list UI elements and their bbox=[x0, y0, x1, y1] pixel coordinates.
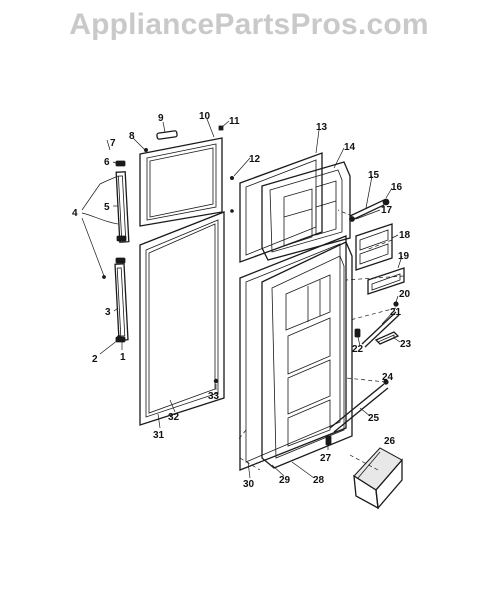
callout-26: 26 bbox=[384, 436, 396, 447]
callout-33: 33 bbox=[208, 391, 220, 402]
shelf-rod bbox=[349, 198, 390, 222]
callout-3: 3 bbox=[105, 307, 111, 318]
callout-23: 23 bbox=[400, 339, 412, 350]
door-stop-11 bbox=[218, 125, 224, 131]
callout-18: 18 bbox=[399, 230, 411, 241]
callout-17: 17 bbox=[381, 205, 393, 216]
callout-25: 25 bbox=[368, 413, 380, 424]
callout-20: 20 bbox=[399, 289, 411, 300]
upper-door-handle bbox=[115, 171, 130, 243]
callout-labels: 1 2 3 4 5 6 7 8 9 10 11 12 13 14 15 16 1… bbox=[72, 111, 412, 490]
door-screw-33 bbox=[213, 378, 219, 384]
callout-29: 29 bbox=[279, 475, 291, 486]
watermark-site-name: AppliancePartsPros.com bbox=[69, 8, 429, 41]
callout-31: 31 bbox=[153, 430, 165, 441]
fresh-food-door-gasket bbox=[239, 235, 347, 471]
freezer-door-gasket bbox=[239, 152, 323, 263]
callout-5: 5 bbox=[104, 202, 110, 213]
callout-11: 11 bbox=[229, 116, 240, 127]
callout-32: 32 bbox=[168, 412, 180, 423]
callout-14: 14 bbox=[344, 142, 356, 153]
callout-16: 16 bbox=[391, 182, 403, 193]
dairy-bin-26 bbox=[353, 447, 403, 510]
callout-12: 12 bbox=[249, 154, 261, 165]
callout-22: 22 bbox=[352, 344, 364, 355]
callout-7: 7 bbox=[110, 138, 116, 149]
callout-1: 1 bbox=[120, 352, 126, 363]
fresh-food-door-liner bbox=[261, 241, 353, 469]
door-bin-18 bbox=[355, 223, 393, 271]
clip-22 bbox=[354, 328, 361, 338]
callout-10: 10 bbox=[199, 111, 211, 122]
callout-15: 15 bbox=[368, 170, 380, 181]
fresh-food-door-outer-panel bbox=[139, 211, 225, 426]
callout-4: 4 bbox=[72, 208, 78, 219]
lower-door-handle bbox=[114, 263, 129, 341]
alignment-lines bbox=[237, 209, 405, 471]
callout-9: 9 bbox=[158, 113, 164, 124]
leader-lines bbox=[81, 118, 403, 479]
callout-28: 28 bbox=[313, 475, 325, 486]
callout-2: 2 bbox=[92, 354, 98, 365]
callout-21: 21 bbox=[390, 307, 402, 318]
callout-27: 27 bbox=[320, 453, 332, 464]
clip-27 bbox=[325, 435, 332, 446]
callout-19: 19 bbox=[398, 251, 410, 262]
shelf-rail-21 bbox=[361, 301, 400, 348]
freezer-door-outer-panel bbox=[139, 137, 223, 227]
callout-6: 6 bbox=[104, 157, 110, 168]
trim-piece-9 bbox=[156, 130, 178, 140]
callout-24: 24 bbox=[382, 372, 394, 383]
callout-30: 30 bbox=[243, 479, 255, 490]
callout-13: 13 bbox=[316, 122, 328, 133]
freezer-door-liner bbox=[261, 161, 351, 261]
gasket-screw-12 bbox=[229, 175, 234, 213]
door-screw-8 bbox=[143, 147, 148, 152]
shelf-rail-25 bbox=[329, 379, 389, 433]
door-bin-19 bbox=[367, 267, 405, 295]
callout-8: 8 bbox=[129, 131, 135, 142]
